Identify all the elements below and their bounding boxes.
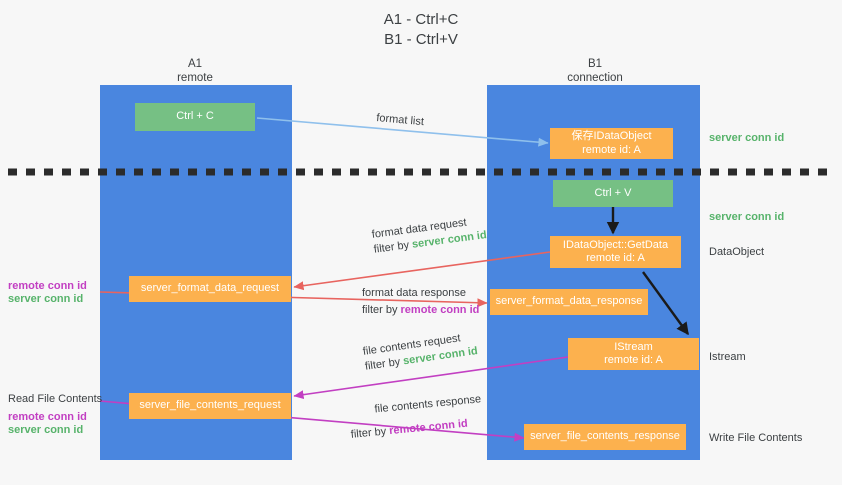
arrow-format-list (256, 117, 549, 147)
column-a1-title: A1 (187, 58, 203, 70)
label-format-data-response-filter: filter by remote conn id (362, 303, 479, 318)
filter-prefix: filter by (364, 355, 405, 373)
filter-value-remote-conn-id: remote conn id (400, 304, 480, 316)
filter-prefix: filter by (350, 425, 390, 441)
note-server-conn-id-upper: server conn id (8, 293, 84, 305)
note-read-file-contents: Read File Contents (8, 393, 103, 405)
box-server-file-contents-request[interactable]: server_file_contents_request (129, 393, 291, 419)
box-server-file-contents-response[interactable]: server_file_contents_response (524, 424, 686, 450)
column-header-a1: A1 remote (130, 57, 260, 85)
box-server-format-data-request[interactable]: server_format_data_request (129, 276, 291, 302)
note-server-conn-id-lower: server conn id (8, 424, 84, 436)
note-server-conn-id-top: server conn id (709, 132, 785, 144)
column-b1-title: B1 (587, 58, 603, 70)
label-format-data-response-text: format data response (362, 287, 466, 299)
note-write-file-contents: Write File Contents (709, 432, 803, 444)
note-dataobject: DataObject (709, 246, 765, 258)
note-istream: Istream (709, 351, 746, 363)
box-istream[interactable]: IStream remote id: A (568, 338, 699, 370)
filter-prefix: filter by (373, 238, 413, 256)
column-header-b1: B1 connection (530, 57, 660, 85)
box-idataobject-getdata[interactable]: IDataObject::GetData remote id: A (550, 236, 681, 268)
box-ctrl-v[interactable]: Ctrl + V (553, 180, 673, 207)
column-a1-subtitle: remote (177, 72, 213, 84)
box-server-format-data-response[interactable]: server_format_data_response (490, 289, 648, 315)
arrow-file-contents-request (293, 356, 569, 400)
arrow-format-data-request (293, 251, 551, 291)
page-title: A1 - Ctrl+C B1 - Ctrl+V (383, 11, 459, 48)
box-save-idataobject[interactable]: 保存IDataObject remote id: A (550, 128, 673, 159)
label-format-data-response: format data response filter by remote co… (362, 286, 479, 318)
note-server-conn-id-second: server conn id (709, 211, 785, 223)
note-remote-conn-id-upper: remote conn id (8, 280, 87, 292)
column-b1-subtitle: connection (567, 72, 623, 84)
box-ctrl-c[interactable]: Ctrl + C (135, 103, 255, 131)
note-remote-conn-id-lower: remote conn id (8, 411, 87, 423)
filter-prefix: filter by (362, 304, 401, 316)
arrow-getdata-to-istream (642, 271, 689, 336)
